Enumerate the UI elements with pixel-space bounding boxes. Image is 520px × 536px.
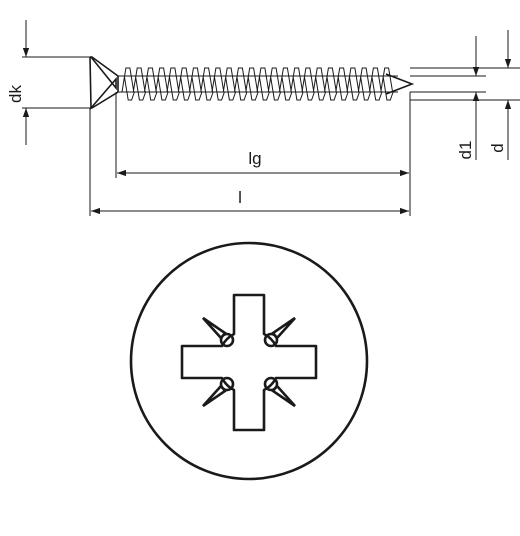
screw-head	[89, 56, 117, 111]
thread-turn	[200, 67, 214, 101]
screw-thread	[121, 67, 394, 101]
thread-turn	[189, 67, 203, 101]
head-outline	[129, 241, 369, 481]
screw-side-view	[89, 56, 415, 111]
thread-turn	[155, 67, 169, 101]
screw-tip	[385, 73, 415, 95]
thread-turn	[290, 67, 304, 101]
thread-turn	[312, 67, 327, 101]
screw-head-top-view	[129, 241, 369, 481]
thread-turn	[132, 67, 147, 101]
dimension-l: l	[89, 108, 411, 216]
thread-turn	[222, 67, 237, 101]
thread-turn	[256, 67, 270, 101]
thread-turn	[279, 67, 293, 101]
thread-turn	[121, 67, 135, 101]
thread-turn	[166, 67, 180, 101]
dimension-lg: lg	[115, 92, 411, 178]
thread-turn	[301, 67, 315, 101]
thread-turn	[211, 67, 225, 101]
dimension-dk: dk	[6, 20, 90, 145]
thread-turn	[346, 67, 360, 101]
dimension-label-d: d	[488, 143, 507, 152]
thread-turn	[144, 67, 158, 101]
dimension-label-l: l	[238, 188, 242, 207]
dimension-label-dk: dk	[6, 85, 25, 103]
thread-turn	[177, 67, 192, 101]
thread-turn	[245, 67, 259, 101]
thread-turn	[324, 67, 338, 101]
thread-turn	[234, 67, 248, 101]
dimension-label-d1: d1	[456, 141, 475, 160]
thread-turn	[369, 67, 383, 101]
pozidriv-recess-icon	[180, 293, 318, 432]
dimension-d1: d1	[410, 36, 486, 160]
thread-turn	[357, 67, 372, 101]
thread-turn	[380, 67, 394, 101]
dimension-label-lg: lg	[248, 149, 261, 168]
thread-turn	[335, 67, 349, 101]
thread-turn	[267, 67, 282, 101]
dimension-d: d	[410, 30, 520, 160]
